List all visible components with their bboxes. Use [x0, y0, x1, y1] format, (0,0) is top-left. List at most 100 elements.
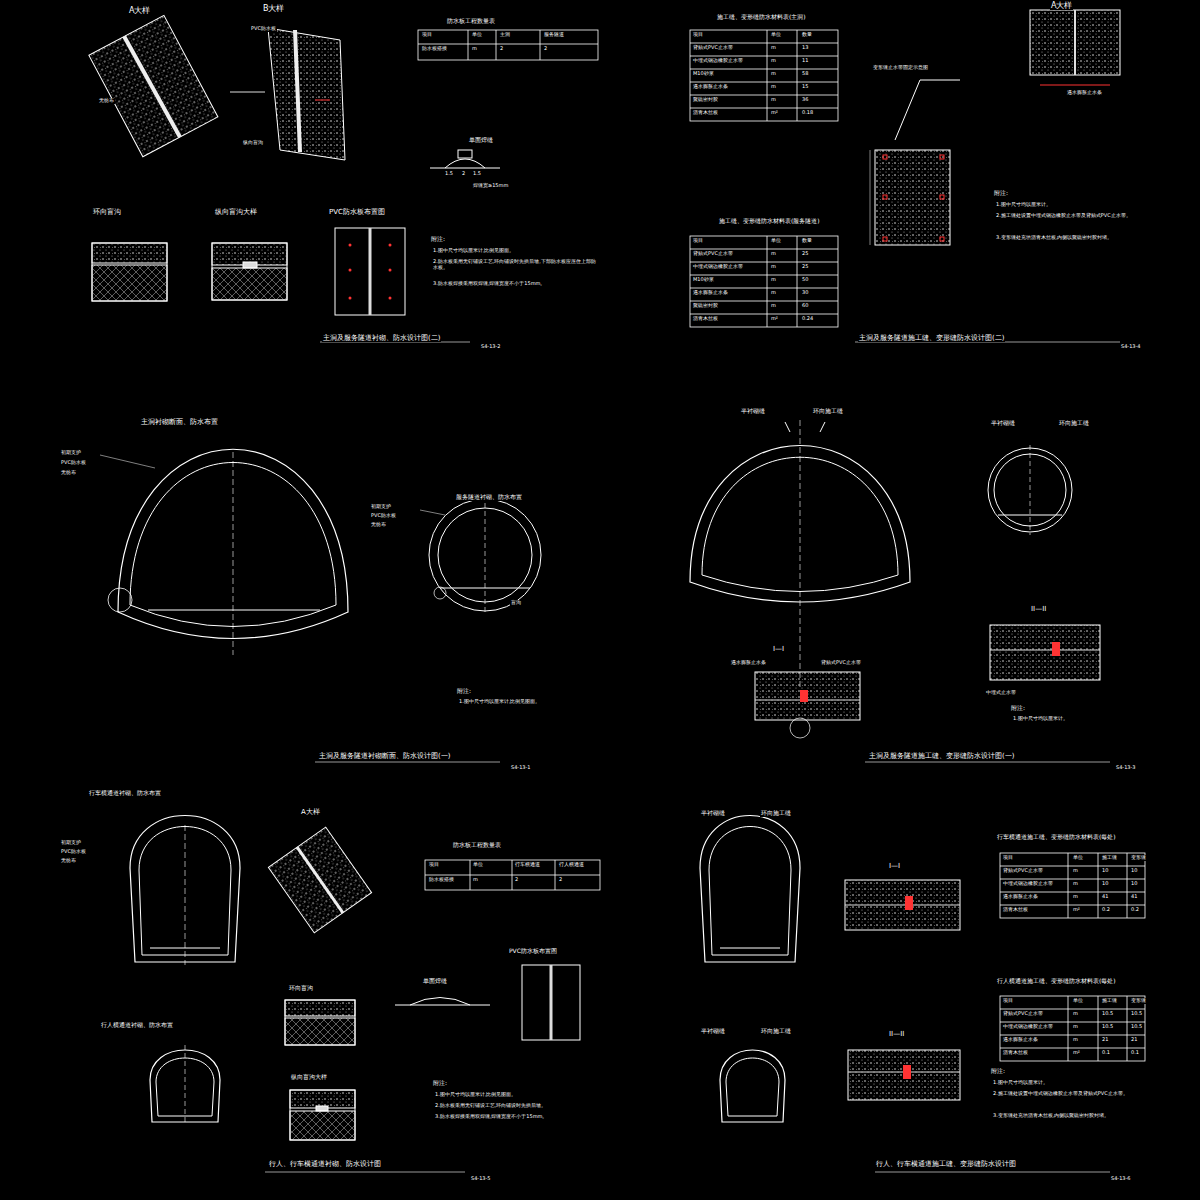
drawing-text: 1.图中尺寸均以厘米计,比例见图面。 [432, 248, 599, 254]
drawing-text: 背贴式PVC止水带 [1002, 1011, 1044, 1017]
drawing-text: 背贴式PVC止水带 [820, 660, 862, 666]
drawing-text: 半衬砌缝 [700, 1028, 726, 1035]
drawing-text: 背贴式PVC止水带 [692, 251, 734, 257]
drawing-text: 25 [801, 264, 809, 270]
drawing-text: 1.5 [444, 171, 454, 177]
drawing-text: 58 [801, 71, 809, 77]
drawing-text: m [770, 58, 777, 64]
drawing-text: 10 [1101, 881, 1109, 887]
drawing-text: 聚硫密封胶 [692, 303, 719, 309]
drawing-text: M10砂浆 [692, 277, 715, 283]
drawing-text: 主洞及服务隧道施工缝、变形缝防水设计图(一) [868, 752, 1015, 760]
drawing-text: 0.2 [1101, 907, 1111, 913]
drawing-text: 盲沟 [510, 600, 522, 606]
drawing-text: S4-13-1 [510, 765, 532, 771]
drawing-text: m [1072, 894, 1079, 900]
drawing-text: 21 [1130, 1037, 1138, 1043]
drawing-text: 项目 [428, 862, 440, 868]
drawing-text: 25 [801, 251, 809, 257]
drawing-text: 中埋式钢边橡胶止水带 [692, 58, 744, 64]
drawing-text: 附注: [990, 1068, 1006, 1075]
drawing-text: 初期支护 [60, 450, 82, 456]
drawing-text: 0.1 [1101, 1050, 1111, 1056]
drawing-text: 10.5 [1101, 1024, 1114, 1030]
drawing-text: 遇水膨胀止水条 [1002, 894, 1039, 900]
drawing-text: I—I [772, 645, 785, 653]
drawing-text: 附注: [1010, 705, 1026, 712]
drawing-text: 遇水膨胀止水条 [1002, 1037, 1039, 1043]
drawing-text: PVC防水板 [250, 26, 277, 32]
drawing-text: 焊缝宽≥15mm [472, 183, 509, 189]
drawing-text: 遇水膨胀止水条 [1066, 90, 1103, 96]
drawing-text: 数量 [801, 238, 813, 244]
drawing-text: 11 [801, 58, 809, 64]
drawing-text: 0.24 [801, 316, 814, 322]
drawing-text: 1.图中尺寸均以厘米计,比例见图面。 [458, 699, 541, 705]
drawing-text: 3.变形缝处充填沥青木丝板,内侧以聚硫密封胶封堵。 [992, 1113, 1174, 1119]
drawing-text: 60 [801, 303, 809, 309]
drawing-text: 遇水膨胀止水条 [692, 84, 729, 90]
drawing-text: 环向施工缝 [1058, 420, 1090, 427]
drawing-text: 行车横通道衬砌、防水布置 [88, 790, 162, 797]
drawing-text: m [770, 97, 777, 103]
drawing-text: II—II [1030, 605, 1047, 613]
drawing-text: 数量 [801, 32, 813, 38]
drawing-text: 背贴式PVC止水带 [1002, 868, 1044, 874]
drawing-text: 10 [1101, 868, 1109, 874]
drawing-text: m [1072, 1037, 1079, 1043]
drawing-text: 单面焊缝 [468, 137, 494, 144]
drawing-text: 10.5 [1130, 1024, 1143, 1030]
drawing-text: 半衬砌缝 [740, 408, 766, 415]
drawing-text: S4-13-3 [1115, 765, 1137, 771]
drawing-text: PVC防水板 [60, 460, 87, 466]
drawing-text: II—II [888, 1030, 905, 1038]
drawing-text: 2.施工缝处设置中埋式钢边橡胶止水带及背贴式PVC止水带。 [995, 213, 1192, 219]
drawing-text: 中埋式钢边橡胶止水带 [1002, 1024, 1054, 1030]
drawing-text: 环向施工缝 [760, 810, 792, 817]
drawing-text: 单位 [1072, 855, 1084, 861]
drawing-text: 中埋式止水带 [985, 690, 1017, 696]
drawing-text: 41 [1101, 894, 1109, 900]
drawing-text: 主洞 [499, 32, 511, 38]
drawing-text: m [770, 290, 777, 296]
drawing-text: 变形缝 [1130, 855, 1147, 861]
drawing-text: 2.防水板采用无钉铺设工艺,环向铺设时先拱后墙。 [434, 1103, 596, 1109]
drawing-text: 施工缝 [1101, 998, 1118, 1004]
drawing-text: 21 [1101, 1037, 1109, 1043]
drawing-text: m² [1072, 1050, 1081, 1056]
drawing-text: 环向盲沟 [92, 208, 122, 216]
drawing-text: 1.图中尺寸均以厘米计。 [995, 202, 1192, 208]
drawing-text: 3.防水板焊接采用双焊缝,焊缝宽度不小于15mm。 [432, 281, 599, 287]
drawing-text: 无纺布 [60, 470, 77, 476]
drawing-text: m [1072, 1011, 1079, 1017]
drawing-text: A大样 [300, 808, 321, 816]
drawing-text: 10.5 [1130, 1011, 1143, 1017]
drawing-text: 主洞及服务隧道衬砌、防水设计图(二) [322, 334, 441, 342]
drawing-text: A大样 [1050, 1, 1073, 10]
drawing-text: PVC防水板 [60, 849, 87, 855]
drawing-text: S4-13-2 [480, 344, 502, 350]
drawing-text: 附注: [430, 236, 446, 243]
drawing-text: 初期支护 [370, 504, 392, 510]
drawing-text: 行车横通道施工缝、变形缝防水材料表(每处) [996, 834, 1117, 841]
drawing-text: 单位 [471, 32, 483, 38]
drawing-text: S4-13-4 [1120, 344, 1142, 350]
drawing-text: 沥青木丝板 [692, 110, 719, 116]
drawing-text: 3.变形缝处充填沥青木丝板,内侧以聚硫密封胶封堵。 [995, 235, 1192, 241]
drawing-text: m² [1072, 907, 1081, 913]
drawing-text: 15 [801, 84, 809, 90]
drawing-text: 2 [461, 171, 466, 177]
drawing-text: 施工缝、变形缝防水材料表(服务隧道) [718, 218, 821, 225]
drawing-text: S4-13-5 [470, 1176, 492, 1182]
drawing-text: 主洞及服务隧道施工缝、变形缝防水设计图(二) [858, 334, 1005, 342]
drawing-text: m [770, 84, 777, 90]
drawing-text: I—I [888, 862, 901, 870]
drawing-text: m [770, 45, 777, 51]
drawing-text: 遇水膨胀止水条 [730, 660, 767, 666]
drawing-text: 单位 [472, 862, 484, 868]
drawing-text: m [770, 264, 777, 270]
drawing-text: 行人、行车横通道衬砌、防水设计图 [268, 1160, 382, 1168]
drawing-text: 36 [801, 97, 809, 103]
drawing-text: 施工缝 [1101, 855, 1118, 861]
drawing-text: S4-13-6 [1110, 1176, 1132, 1182]
